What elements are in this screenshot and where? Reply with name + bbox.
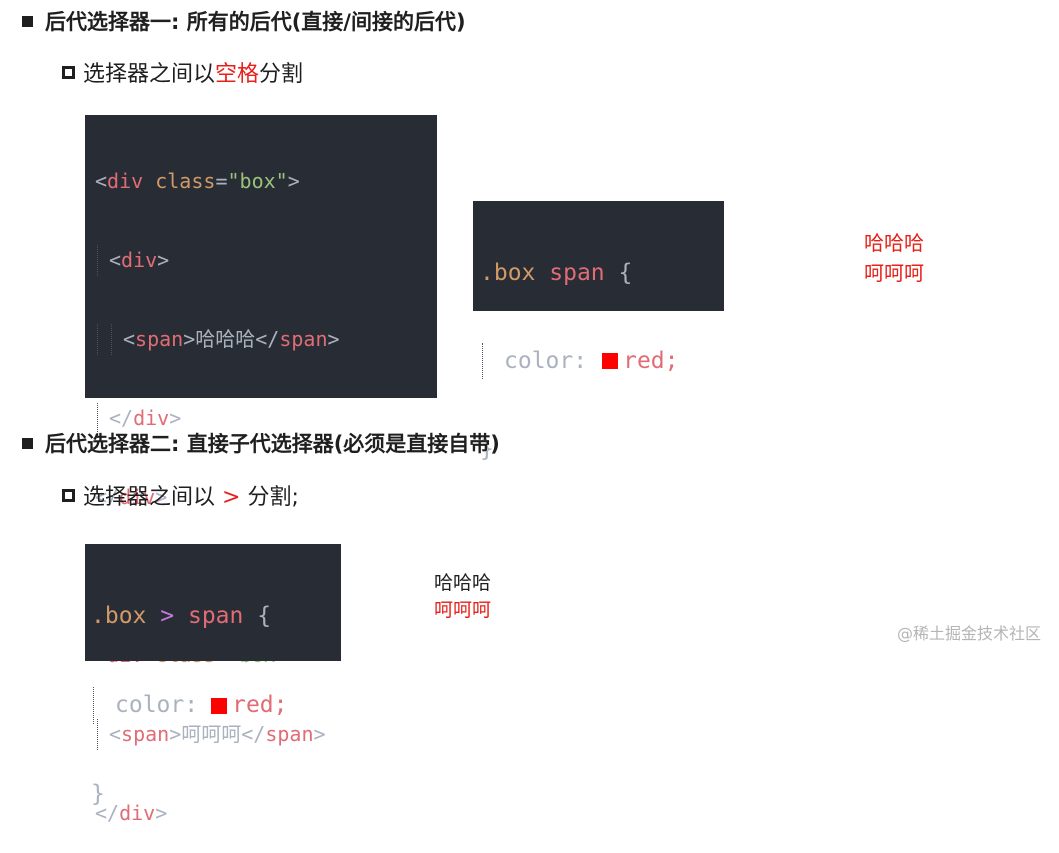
color-swatch-icon: [601, 352, 620, 370]
indent-guide: [93, 687, 115, 724]
indent-guide: [97, 403, 109, 434]
css-code-block-descendant: .box span { color:red; }: [473, 201, 724, 462]
hollow-square-bullet-icon: [62, 488, 75, 502]
filled-square-bullet-icon: [22, 437, 33, 449]
code-line: <div class="box">: [95, 169, 300, 193]
section2-subpoint: 选择器之间以 > 分割;: [62, 479, 299, 511]
indent-guide: [97, 245, 109, 276]
code-line: .box > span {: [91, 603, 272, 629]
code-line: .box span {: [480, 260, 633, 286]
indent-guide: [111, 324, 123, 355]
code-line: <span>哈哈哈</span>: [95, 324, 437, 355]
highlight-keyword: >: [222, 485, 241, 510]
section1-heading: 后代选择器一: 所有的后代(直接/间接的后代): [22, 6, 466, 36]
code-line: color:red;: [480, 343, 724, 379]
result-line: 哈哈哈: [864, 231, 924, 255]
watermark: @稀土掘金技术社区: [896, 624, 1041, 643]
color-swatch-icon: [210, 696, 229, 715]
section2-heading: 后代选择器二: 直接子代选择器(必须是直接自带): [22, 428, 500, 458]
highlight-keyword: 空格: [215, 62, 260, 87]
result-output-descendant: 哈哈哈 呵呵呵: [864, 228, 924, 288]
code-line: }: [91, 781, 105, 807]
section2-subpoint-text: 选择器之间以 > 分割;: [83, 485, 299, 510]
section1-heading-text: 后代选择器一: 所有的后代(直接/间接的后代): [45, 10, 466, 34]
result-output-child: 哈哈哈 呵呵呵: [434, 570, 491, 624]
section2-heading-text: 后代选择器二: 直接子代选择器(必须是直接自带): [45, 432, 500, 456]
section1-subpoint-text: 选择器之间以空格分割: [83, 62, 304, 87]
code-line: color:red;: [91, 687, 341, 724]
code-line: </div>: [95, 485, 168, 509]
code-line: <div>: [95, 245, 437, 276]
css-code-block-child: .box > span { color:red; }: [85, 544, 341, 807]
html-code-block: <div class="box"> <div> <span>哈哈哈</span>…: [85, 115, 437, 825]
filled-square-bullet-icon: [22, 15, 33, 27]
result-line: 呵呵呵: [864, 261, 924, 285]
code-line: }: [480, 436, 494, 462]
indent-guide: [97, 324, 109, 355]
result-line: 哈哈哈: [434, 572, 492, 594]
hollow-square-bullet-icon: [62, 65, 75, 79]
result-line: 呵呵呵: [434, 599, 492, 621]
section1-subpoint: 选择器之间以空格分割: [62, 56, 303, 88]
code-line: </div>: [95, 403, 437, 434]
indent-guide: [482, 343, 504, 379]
